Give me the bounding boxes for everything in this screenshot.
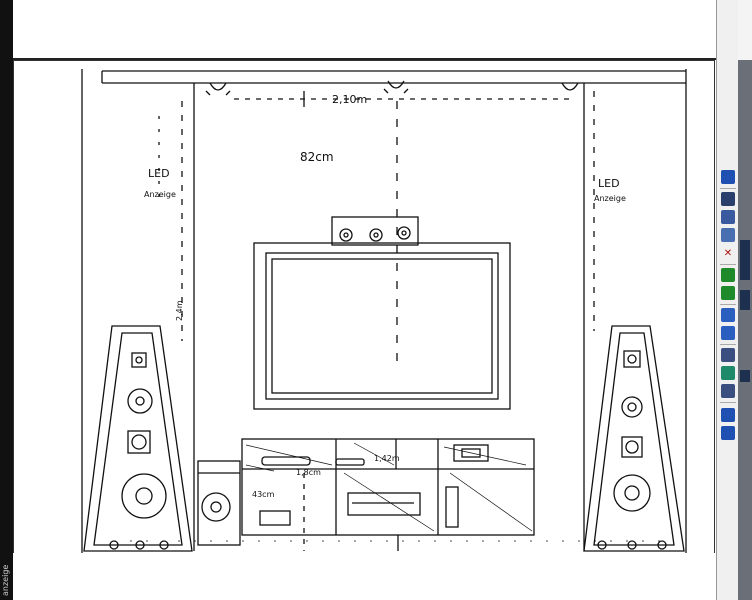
edge-block-2 (740, 290, 750, 310)
right-edge-panel (738, 0, 752, 600)
copy-icon[interactable] (721, 228, 735, 242)
tv-screen (271, 258, 493, 394)
rotate-icon[interactable] (721, 348, 735, 362)
tv-outer (253, 242, 511, 410)
right-speaker-tower (583, 325, 685, 552)
small-device (453, 444, 489, 462)
left-speaker-tower (83, 325, 193, 552)
led-label-right: LED (598, 177, 620, 190)
zoom-out-icon[interactable] (721, 326, 735, 340)
zoom-in-icon[interactable] (721, 308, 735, 322)
tree-up-icon[interactable] (721, 268, 735, 282)
ceiling-spot-2 (387, 80, 405, 89)
info-icon[interactable] (721, 426, 735, 440)
width-dim-label: 2,10m (332, 93, 367, 106)
bottom-blank-area (13, 553, 725, 600)
center-speaker (331, 216, 419, 246)
sidebar-vertical-label: anzeige (1, 564, 10, 596)
globe-icon[interactable] (721, 170, 735, 184)
image-icon[interactable] (721, 210, 735, 224)
height-dim-label: 82cm (300, 150, 334, 164)
fit-icon[interactable] (721, 384, 735, 398)
led-label-left: LED (148, 167, 170, 180)
player-device (259, 510, 291, 526)
edge-block-3 (740, 370, 750, 382)
tree-down-icon[interactable] (721, 286, 735, 300)
shelf-dim-3: 43cm (252, 490, 275, 499)
center-shelf-device (261, 456, 311, 466)
edge-block-1 (740, 240, 750, 280)
tv-inner (265, 252, 499, 400)
left-sidebar-strip: anzeige (0, 0, 13, 600)
av-receiver (347, 492, 421, 516)
shelf-dim-1: 1,42m (374, 454, 400, 463)
ceiling-spot-3 (561, 82, 579, 91)
shelf-dim-2: 1,8cm (296, 468, 321, 477)
side-dim-label: 2,4m (175, 300, 184, 321)
scanned-drawing-frame: 2,10m 82cm LED Anzeige LED Anzeige 2,4m (13, 60, 715, 554)
led-sublabel-left: Anzeige (144, 190, 176, 199)
subwoofer (197, 460, 241, 546)
media-cabinet (241, 438, 535, 536)
close-icon[interactable]: ✕ (723, 247, 733, 259)
ceiling-spot-1 (209, 82, 227, 91)
viewer-toolbar: ✕ (716, 0, 739, 600)
drawing-sketch: 2,10m 82cm LED Anzeige LED Anzeige 2,4m (81, 69, 687, 553)
top-blank-area (13, 0, 725, 60)
plus-icon[interactable] (721, 366, 735, 380)
help-icon[interactable] (721, 408, 735, 422)
led-sublabel-right: Anzeige (594, 194, 626, 203)
page-icon[interactable] (721, 192, 735, 206)
